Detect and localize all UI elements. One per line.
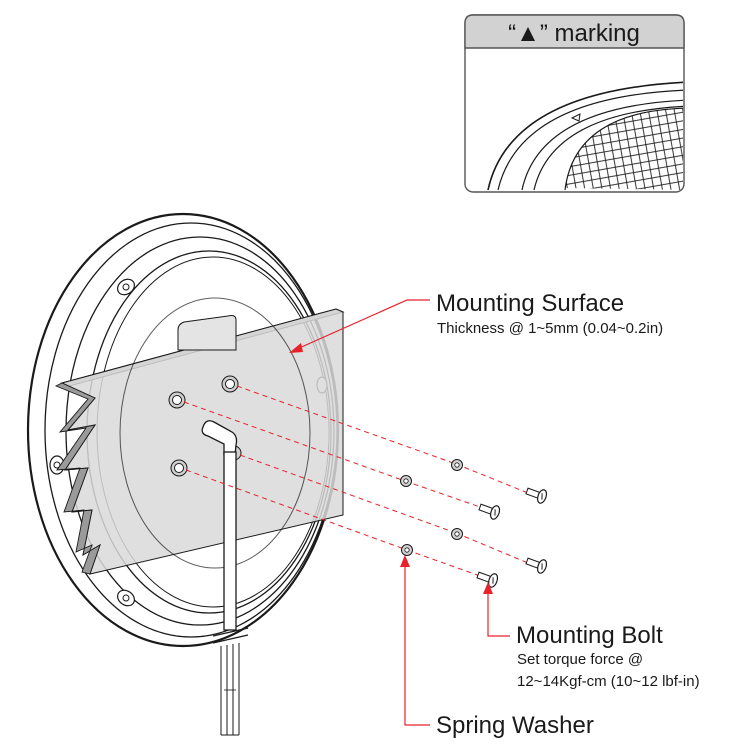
callout-mounting-surface: Mounting Surface Thickness @ 1~5mm (0.04…: [436, 290, 663, 337]
spring-washer-title: Spring Washer: [436, 712, 594, 739]
triangle-marker-icon: [570, 113, 581, 122]
rim-tab: [117, 589, 135, 607]
threaded-insert: [168, 391, 186, 409]
leader-mounting-surface: [289, 299, 430, 353]
rim-tab: [117, 278, 135, 296]
mounting-bolt-title: Mounting Bolt: [516, 622, 663, 649]
leader-mounting-bolt: [483, 582, 510, 637]
alignment-lines: [183, 385, 529, 577]
mounting-bolt: [476, 571, 499, 588]
threaded-insert: [221, 375, 239, 393]
callout-mounting-bolt: Mounting Bolt Set torque force @ 12~14Kg…: [516, 622, 700, 690]
inset-title: “▲” marking: [508, 20, 640, 47]
inset-header: [464, 14, 685, 49]
mounting-bolt: [525, 487, 548, 504]
cable: [201, 420, 249, 736]
spring-washer: [400, 475, 412, 487]
threaded-insert: [170, 459, 188, 477]
mounting-bolt-torque-label: Set torque force @: [517, 651, 643, 668]
mounting-bolt: [525, 557, 548, 574]
mounting-surface-thickness: Thickness @ 1~5mm (0.04~0.2in): [437, 320, 663, 337]
marking-inset: “▲” marking: [464, 14, 685, 193]
back-housing: [119, 297, 311, 569]
mounting-bolt: [478, 503, 501, 520]
spring-washer: [451, 528, 463, 540]
leader-spring-washer: [400, 555, 430, 726]
callout-spring-washer: Spring Washer: [436, 712, 594, 739]
spring-washer: [451, 459, 463, 471]
mounting-surface-title: Mounting Surface: [436, 290, 624, 317]
spring-washer: [401, 544, 413, 556]
mounting-bolt-torque-value: 12~14Kgf-cm (10~12 lbf-in): [517, 673, 700, 690]
